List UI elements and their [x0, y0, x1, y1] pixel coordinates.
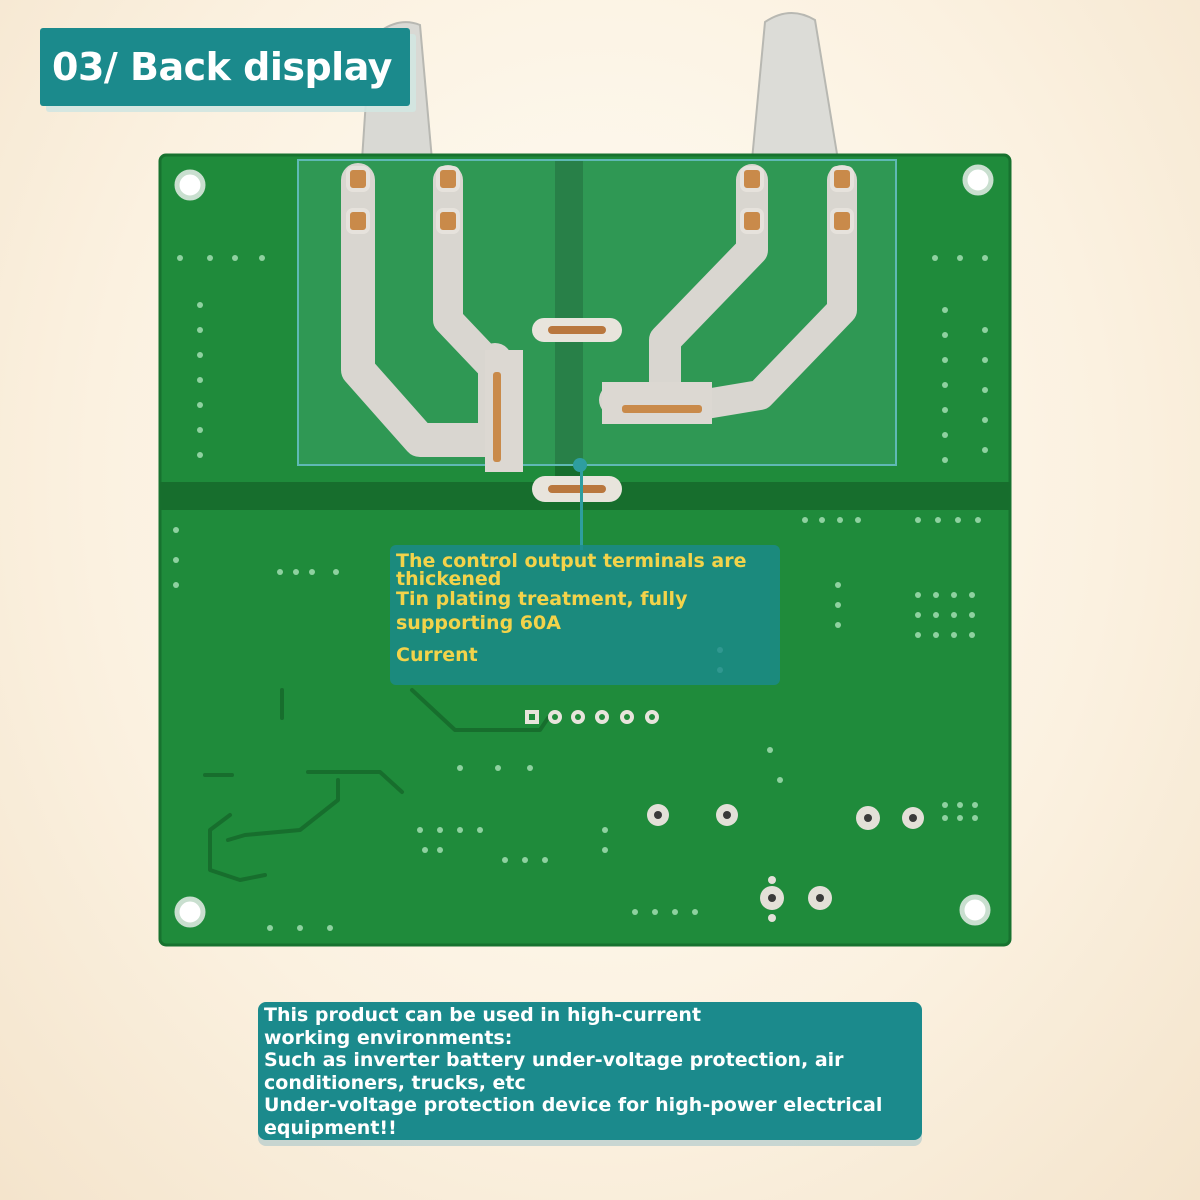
caption-line: working environments: — [264, 1026, 513, 1049]
caption-line: thickened — [396, 568, 502, 590]
terminal-lugs — [360, 12, 840, 161]
caption-line: The control output terminals are — [396, 550, 747, 572]
callout-anchor-dot — [573, 458, 587, 472]
page-title: 03/ Back display — [52, 45, 392, 89]
caption-line: conditioners, trucks, etc — [264, 1071, 526, 1094]
mounting-hole — [174, 896, 206, 928]
title-banner: 03/ Back display — [40, 28, 410, 106]
caption-line: supporting 60A — [396, 612, 561, 634]
usage-caption: This product can be used in high-current… — [258, 1002, 922, 1140]
caption-line: Under-voltage protection device for high… — [264, 1094, 883, 1116]
callout-leader-line — [580, 465, 583, 550]
mounting-hole — [962, 164, 994, 196]
caption-line: This product can be used in high-current — [264, 1004, 702, 1026]
header-pins — [525, 710, 659, 724]
mounting-hole — [174, 169, 206, 201]
caption-line: Current — [396, 644, 478, 666]
caption-line: equipment!! — [264, 1116, 397, 1139]
caption-line: Such as inverter battery under-voltage p… — [264, 1049, 844, 1071]
caption-line: Tin plating treatment, fully — [396, 588, 688, 610]
mounting-hole — [959, 894, 991, 926]
terminals-caption: The control output terminals are thicken… — [390, 545, 780, 685]
